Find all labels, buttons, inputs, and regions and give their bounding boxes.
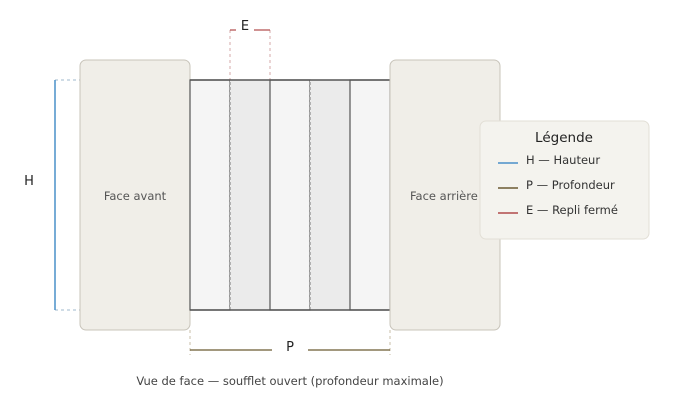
legend-item-height: H — Hauteur: [526, 153, 600, 167]
legend-title: Légende: [535, 130, 593, 146]
diagram-caption: Vue de face — soufflet ouvert (profondeu…: [136, 374, 443, 388]
front-face-label: Face avant: [104, 189, 167, 203]
fold-segment-1: [189, 79, 231, 311]
front-face-panel: Face avant: [79, 59, 191, 331]
height-dimension: H: [24, 79, 80, 311]
depth-label: P: [286, 340, 294, 355]
fold-segment-3: [269, 79, 311, 311]
fold-segment-4: [309, 79, 351, 311]
fold-segment-2: [229, 79, 271, 311]
height-label: H: [24, 174, 34, 189]
back-face-label: Face arrière: [410, 189, 478, 203]
fold-segment-5: [349, 79, 391, 311]
legend: Légende H — Hauteur P — Profondeur E — R…: [479, 120, 650, 240]
gusset-folds: [189, 79, 391, 311]
legend-item-fold: E — Repli fermé: [526, 203, 618, 217]
fold-dimension: E: [229, 19, 271, 80]
depth-dimension: P: [189, 330, 391, 355]
fold-label: E: [241, 19, 249, 34]
legend-item-depth: P — Profondeur: [526, 178, 615, 192]
legend-box: [479, 120, 650, 240]
